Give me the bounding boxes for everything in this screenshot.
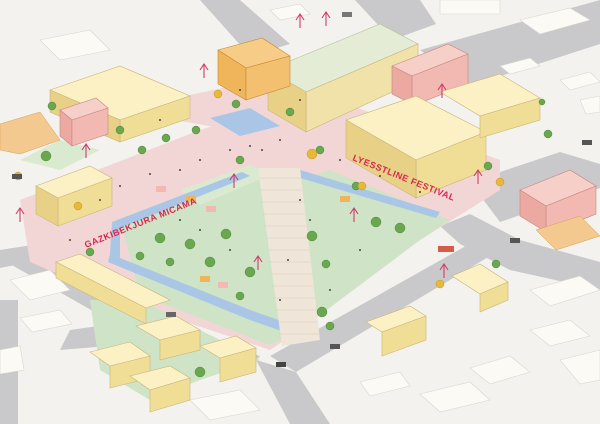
tree-icon [357,181,367,191]
person-icon [261,149,263,151]
tree-icon [191,125,201,135]
person-icon [159,119,161,121]
tree-icon [73,201,83,211]
tree-icon [306,230,318,242]
tent-icon [200,276,210,282]
bus-icon [438,246,454,252]
car-icon [510,238,520,243]
person-icon [149,173,151,175]
tree-icon [394,222,406,234]
vehicles [12,12,592,367]
tree-icon [135,251,145,261]
festival-decorations [15,11,483,278]
tree-icon [161,133,171,143]
person-icon [199,159,201,161]
person-icon [229,149,231,151]
kite-decoration-icon [295,13,305,28]
tree-icon [137,145,147,155]
tree-icon [194,366,206,378]
kite-decoration-icon [439,263,449,278]
tree-icon [321,259,331,269]
tree-icon [435,279,445,289]
tree-icon [204,256,216,268]
person-icon [309,219,311,221]
tree-icon [325,321,335,331]
tree-icon [370,216,382,228]
person-icon [239,89,241,91]
kite-decoration-icon [199,63,209,78]
market-stalls [156,186,350,288]
person-icon [179,219,181,221]
featured-buildings [0,23,600,413]
kite-decoration-icon [81,143,91,158]
tree-icon [184,238,196,250]
tent-icon [206,206,216,212]
kite-decoration-icon [349,207,359,222]
car-icon [166,312,176,317]
tent-icon [156,186,166,192]
car-icon [12,174,22,179]
car-icon [276,362,286,367]
tent-icon [340,196,350,202]
tree-icon [40,150,52,162]
person-icon [199,229,201,231]
kite-decoration-icon [253,255,263,270]
person-icon [379,175,381,177]
tree-icon [213,89,223,99]
trees [13,89,553,378]
person-icon [299,99,301,101]
tree-icon [85,247,95,257]
person-icon [339,159,341,161]
car-icon [342,12,352,17]
person-icon [287,259,289,261]
tree-icon [306,148,318,160]
tree-icon [115,125,125,135]
tree-icon [235,155,245,165]
person-icon [179,169,181,171]
tent-icon [186,196,196,202]
kite-decoration-icon [473,169,483,184]
tree-icon [154,232,166,244]
water-channels [108,108,440,334]
person-icon [119,185,121,187]
tree-icon [483,161,493,171]
car-icon [582,140,592,145]
tree-icon [495,177,505,187]
person-icon [329,289,331,291]
person-icon [249,145,251,147]
person-icon [279,299,281,301]
person-icon [69,239,71,241]
person-icon [279,139,281,141]
grand-staircase [258,168,320,346]
kite-decoration-icon [229,173,239,188]
person-icon [359,249,361,251]
crowd [69,89,421,301]
person-icon [419,191,421,193]
tree-icon [220,228,232,240]
person-icon [99,199,101,201]
tree-icon [165,257,175,267]
kite-decoration-icon [437,83,447,98]
person-icon [229,249,231,251]
car-icon [330,344,340,349]
person-icon [299,199,301,201]
kite-decoration-icon [15,207,25,222]
tree-icon [543,129,553,139]
tree-icon [231,99,241,109]
tree-icon [244,266,256,278]
tree-icon [316,306,328,318]
tree-icon [285,107,295,117]
tree-icon [491,259,501,269]
tree-icon [315,145,325,155]
kite-decoration-icon [321,11,331,26]
tree-icon [538,98,546,106]
tent-icon [218,282,228,288]
tree-icon [47,101,57,111]
tree-icon [235,291,245,301]
